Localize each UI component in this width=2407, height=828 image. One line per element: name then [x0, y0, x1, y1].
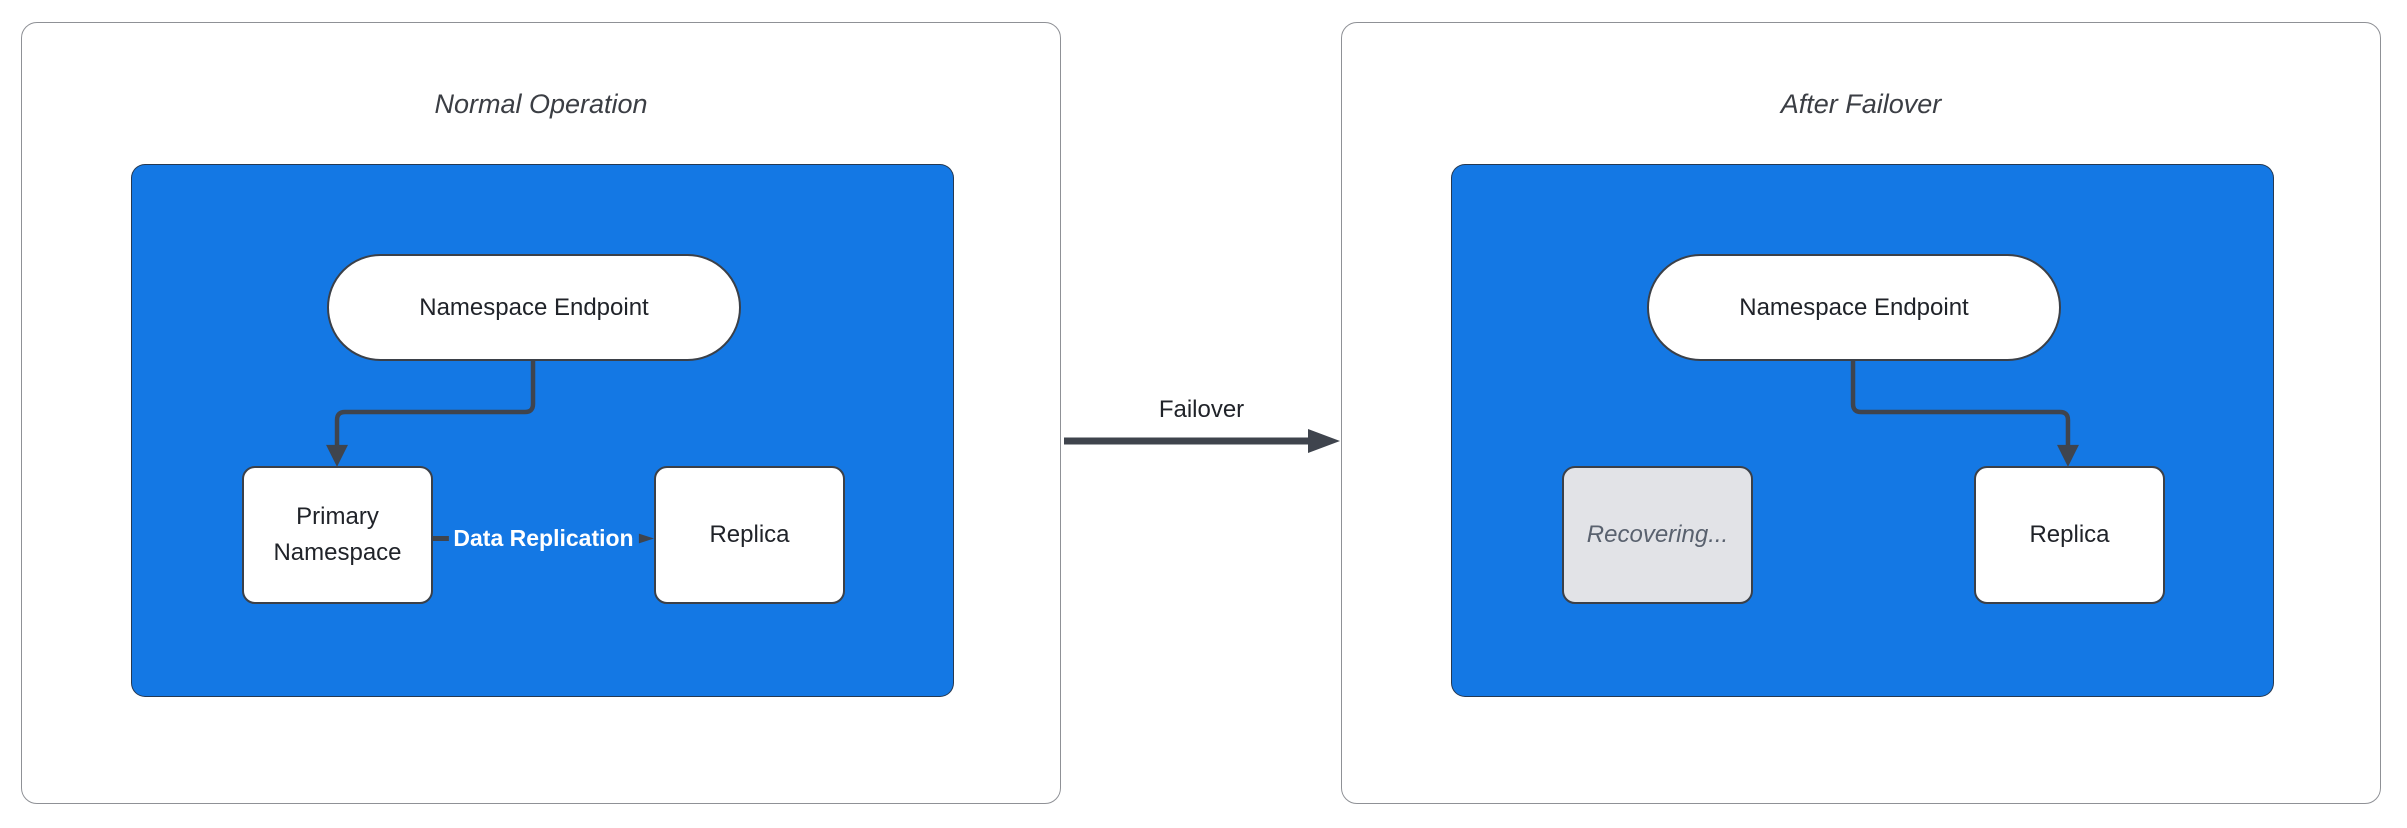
node-label: Recovering... — [1586, 521, 1729, 548]
panel-title-normal-operation: Normal Operation — [434, 89, 648, 119]
node-label: Replica — [2029, 521, 2110, 548]
panel-normal-operation: Normal Operation Namespace Endpoint Prim… — [21, 22, 1061, 804]
node-label: Namespace Endpoint — [419, 293, 649, 321]
node-label: Primary Namespace — [273, 503, 402, 566]
panel-after-failover: After Failover Namespace Endpoint Recove… — [1341, 22, 2381, 804]
node-label: Namespace Endpoint — [1739, 293, 1969, 321]
node-replica: Replica — [1974, 466, 2165, 604]
node-recovering: Recovering... — [1562, 466, 1753, 604]
namespace-group-box — [131, 164, 954, 697]
failover-arrow-icon — [1064, 429, 1340, 453]
node-primary-namespace: Primary Namespace — [242, 466, 433, 604]
failover-transition: Failover — [1062, 396, 1341, 458]
data-replication-edge: Data Replication — [433, 523, 654, 554]
node-replica: Replica — [654, 466, 845, 604]
data-replication-label: Data Replication — [448, 523, 639, 553]
node-label: Replica — [709, 521, 790, 548]
failover-label: Failover — [1158, 396, 1245, 423]
panel-title-after-failover: After Failover — [1780, 89, 1942, 119]
namespace-group-box — [1451, 164, 2274, 697]
node-namespace-endpoint: Namespace Endpoint — [1647, 254, 2061, 361]
node-namespace-endpoint: Namespace Endpoint — [327, 254, 741, 361]
